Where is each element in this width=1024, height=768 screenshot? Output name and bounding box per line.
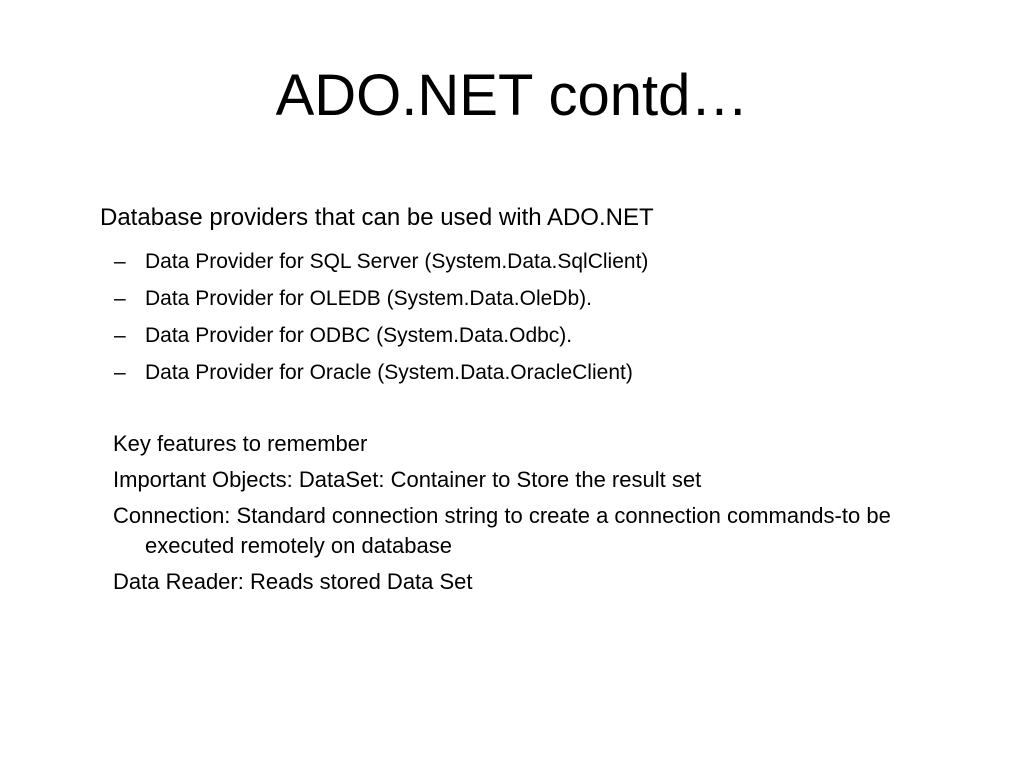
dash-bullet: –: [114, 287, 126, 310]
provider-text: Data Provider for SQL Server (System.Dat…: [145, 250, 649, 273]
feature-connection: Connection: Standard connection string t…: [113, 503, 891, 558]
features-block: Key features to remember Important Objec…: [113, 429, 973, 603]
dash-bullet: –: [114, 361, 126, 384]
feature-key-features: Key features to remember: [113, 431, 368, 456]
provider-text: Data Provider for Oracle (System.Data.Or…: [145, 361, 633, 384]
providers-intro: Database providers that can be used with…: [100, 204, 654, 231]
provider-text: Data Provider for ODBC (System.Data.Odbc…: [145, 324, 573, 347]
dash-bullet: –: [114, 324, 126, 347]
feature-important-objects: Important Objects: DataSet: Container to…: [113, 467, 702, 492]
feature-data-reader: Data Reader: Reads stored Data Set: [113, 569, 473, 594]
slide-title: ADO.NET contd…: [275, 63, 749, 128]
dash-bullet: –: [114, 250, 126, 273]
provider-text: Data Provider for OLEDB (System.Data.Ole…: [145, 287, 592, 310]
